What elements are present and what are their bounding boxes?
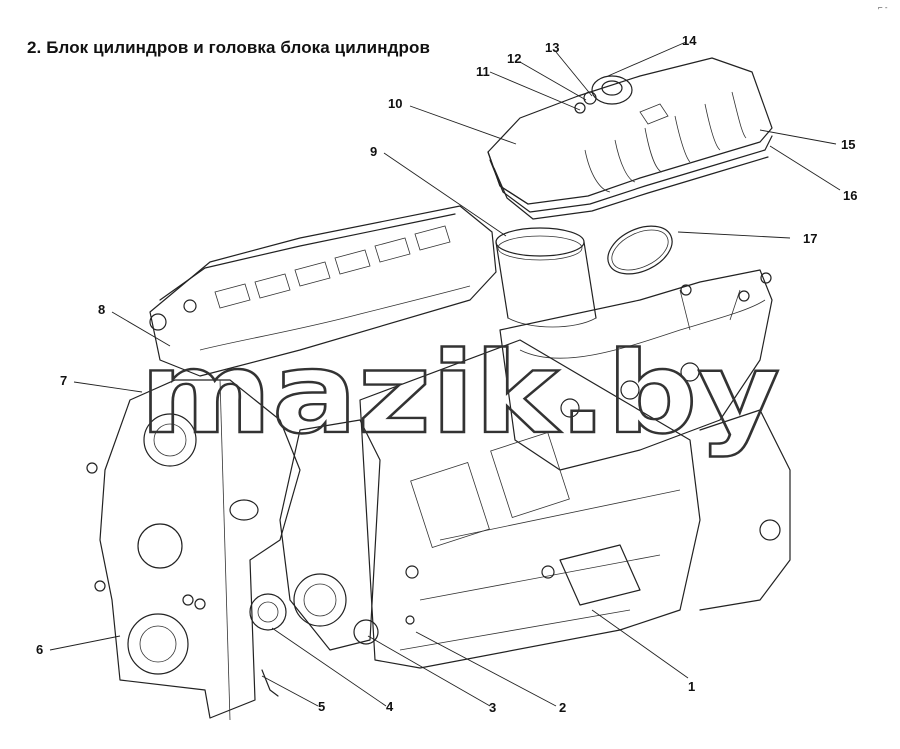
callout-16: 16 [843, 188, 857, 203]
callout-1: 1 [688, 679, 695, 694]
cylinder-head-right [499, 269, 773, 471]
corner-mark: ⌐ - [878, 3, 888, 12]
cylinder-head-left [149, 205, 497, 377]
callout-8: 8 [98, 302, 105, 317]
callout-4: 4 [386, 699, 394, 714]
seal-ring [607, 225, 673, 275]
callout-14: 14 [682, 33, 697, 48]
callout-9: 9 [370, 144, 377, 159]
callout-labels: 1 2 3 4 5 6 7 8 9 10 11 12 13 14 15 16 1… [36, 33, 857, 715]
diagram-title: 2. Блок цилиндров и головка блока цилинд… [27, 38, 431, 57]
callout-3: 3 [489, 700, 496, 715]
callout-13: 13 [545, 40, 559, 55]
watermark-text: mazik.by [140, 329, 780, 459]
callout-17: 17 [803, 231, 817, 246]
valve-cover [487, 57, 773, 220]
callout-11: 11 [476, 64, 490, 79]
cylinder-sleeve [495, 227, 597, 328]
callout-5: 5 [318, 699, 325, 714]
callout-10: 10 [388, 96, 402, 111]
callout-2: 2 [559, 700, 566, 715]
front-housing [86, 379, 415, 721]
callout-6: 6 [36, 642, 43, 657]
leader-lines [49, 41, 841, 707]
callout-12: 12 [507, 51, 521, 66]
callout-15: 15 [841, 137, 855, 152]
callout-7: 7 [60, 373, 67, 388]
cylinder-block [359, 339, 791, 669]
